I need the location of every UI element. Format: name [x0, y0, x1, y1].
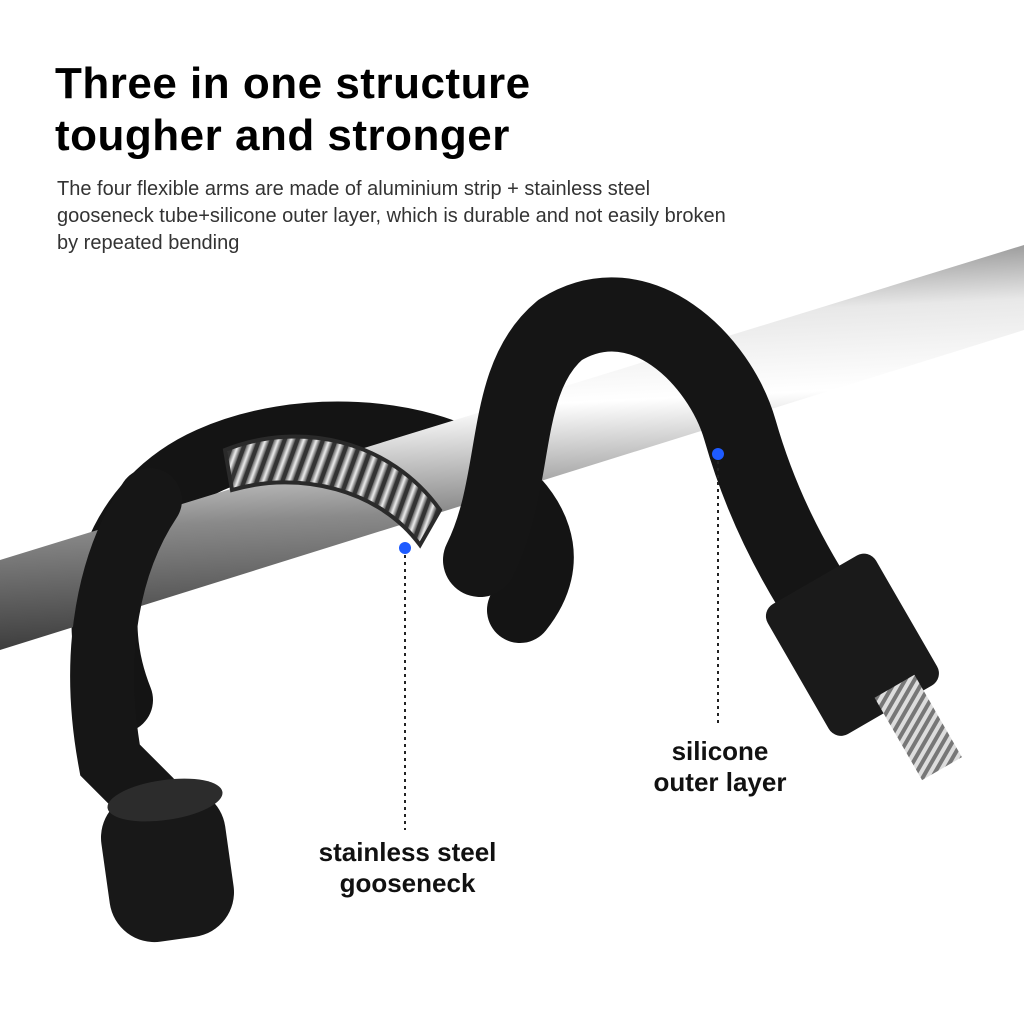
description: The four flexible arms are made of alumi… — [57, 178, 726, 254]
callout-text: outer layer — [653, 767, 787, 797]
marker-silicone — [712, 448, 724, 460]
headline-line-2: tougher and stronger — [55, 111, 510, 160]
callout-stainless-steel-gooseneck: stainless steel gooseneck — [295, 837, 520, 899]
marker-gooseneck — [399, 542, 411, 554]
arm-front — [443, 277, 867, 657]
callout-text: stainless steel — [318, 837, 497, 867]
end-cap — [100, 787, 235, 943]
callout-silicone-outer-layer: silicone outer layer — [630, 736, 810, 798]
screw-thread — [874, 674, 962, 781]
headline: Three in one structure tougher and stron… — [55, 58, 531, 162]
callout-text: silicone — [671, 736, 769, 766]
headline-line-1: Three in one structure — [55, 59, 531, 108]
gooseneck-coil — [222, 434, 443, 549]
callout-text: gooseneck — [339, 868, 476, 898]
